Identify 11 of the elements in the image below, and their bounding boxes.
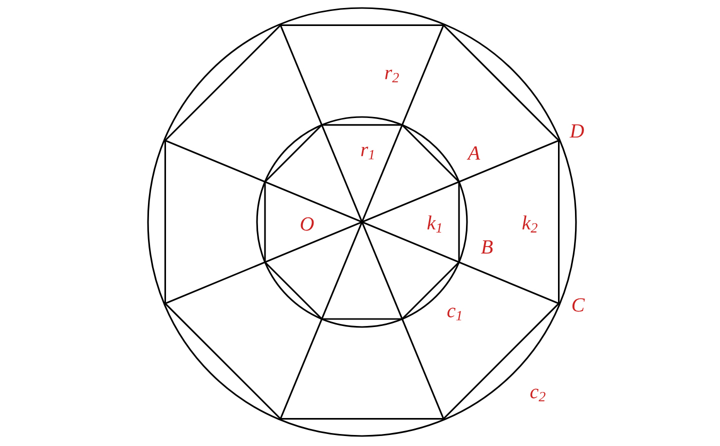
point-label: O (300, 217, 314, 231)
point-label: A (466, 146, 480, 160)
point-label: B (481, 240, 493, 254)
region-label: k$_{1}$ (427, 216, 442, 232)
circle-label: c$_{1}$ (447, 308, 462, 320)
circle-label: c$_{2}$ (530, 388, 546, 402)
point-label: D (570, 124, 584, 138)
region-label: r$_{1}$ (361, 146, 374, 160)
region-label: r$_{2}$ (385, 70, 399, 82)
region-label: k$_{2}$ (522, 216, 538, 232)
point-label: C (572, 298, 585, 312)
